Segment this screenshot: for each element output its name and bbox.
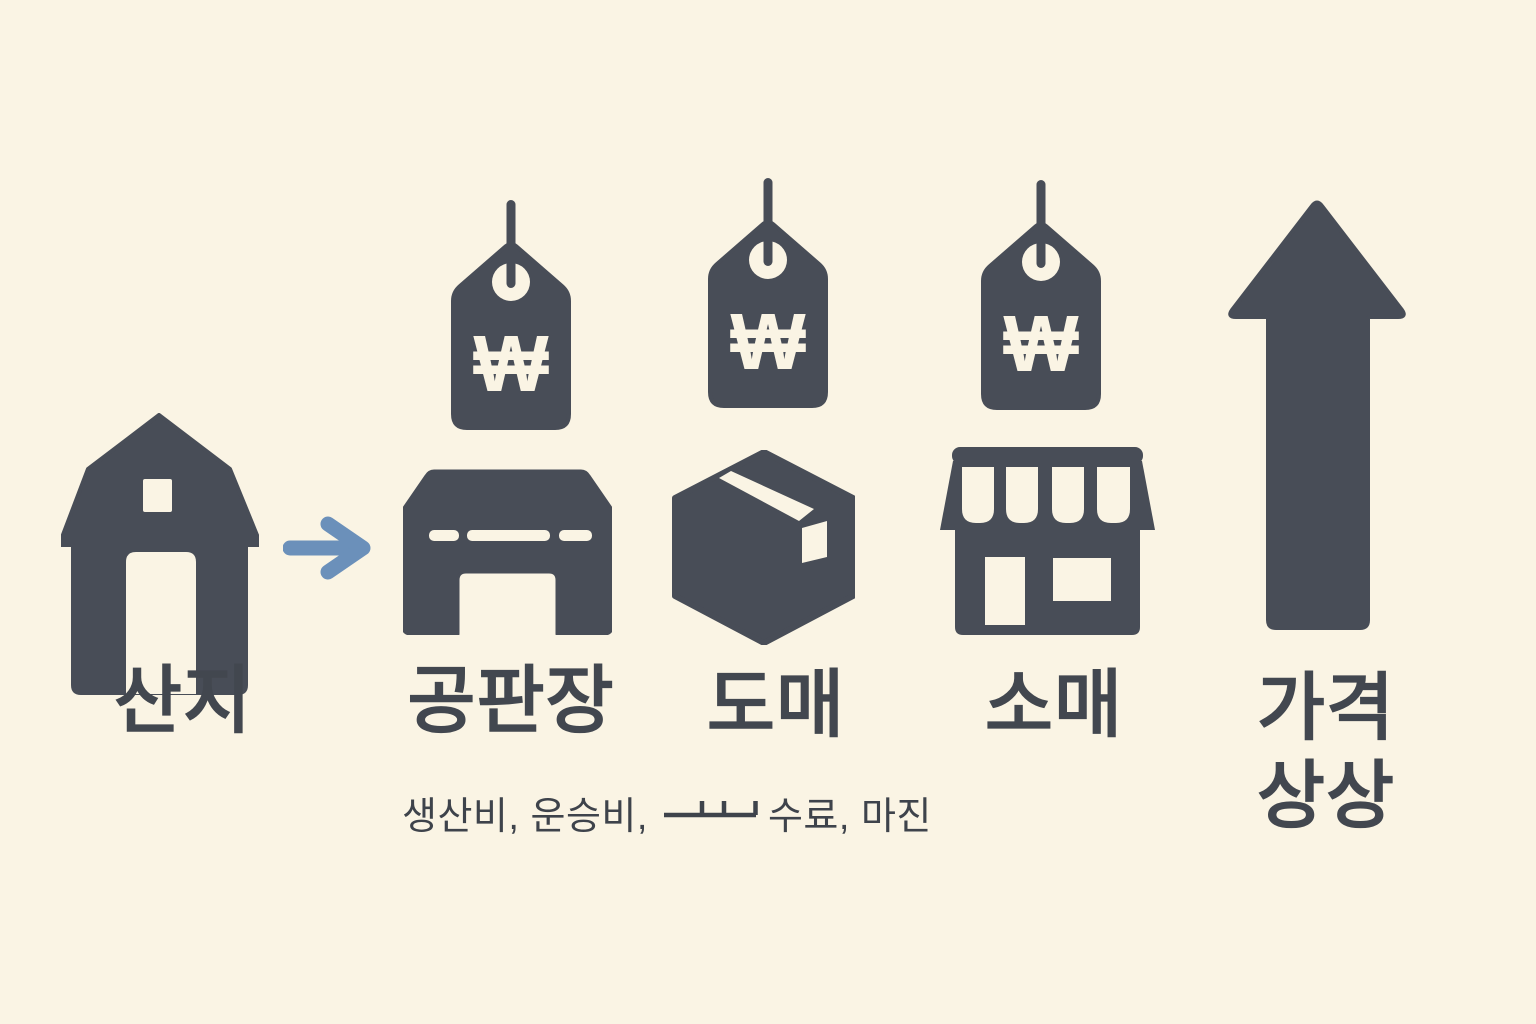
price-tag-icon: ₩ <box>450 198 572 430</box>
cost-note-right: 수료, 마진 <box>767 796 932 838</box>
stage-label-public-market: 공판장 <box>407 659 615 742</box>
dash-artifact-glyph <box>662 793 758 823</box>
stage-label-origin: 산지 <box>113 659 253 742</box>
stage-label-price-rise: 가격 상상 <box>1257 664 1395 840</box>
won-symbol: ₩ <box>473 319 549 408</box>
package-box-icon <box>672 450 855 645</box>
cost-note: 생산비, 운승비, 수료, 마진 <box>402 785 932 840</box>
price-rise-line1: 가격 <box>1256 666 1396 749</box>
stage-label-wholesale: 도매 <box>706 663 846 746</box>
cost-note-left: 생산비, 운승비, <box>402 796 648 838</box>
won-symbol: ₩ <box>730 297 806 386</box>
price-rise-line2: 상상 <box>1256 754 1396 837</box>
stage-label-retail: 소매 <box>984 663 1124 746</box>
storefront-icon <box>940 447 1155 636</box>
up-arrow-icon <box>1226 198 1408 632</box>
market-building-icon <box>403 458 612 635</box>
price-tag-icon: ₩ <box>980 178 1102 410</box>
won-symbol: ₩ <box>1003 299 1079 388</box>
right-arrow-icon <box>283 513 379 583</box>
barn-icon <box>61 413 259 695</box>
price-tag-icon: ₩ <box>707 176 829 408</box>
